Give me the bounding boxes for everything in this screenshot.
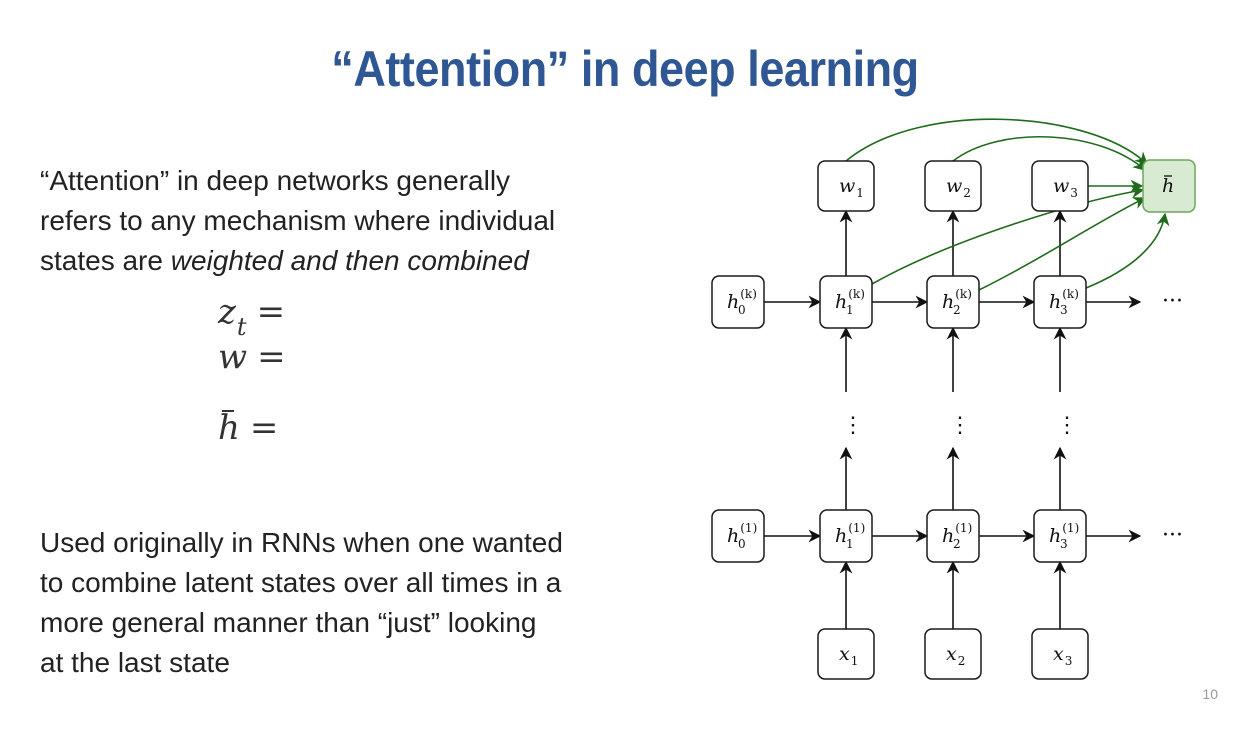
layer-ellipsis-3: ⋮ xyxy=(1056,413,1078,438)
input-node-1: x1 xyxy=(817,628,875,680)
equation-w-symbol: w xyxy=(218,337,248,377)
definition-line-1: “Attention” in deep networks generally xyxy=(40,165,511,196)
attention-edge-h3 xyxy=(1085,212,1170,289)
hidden-k-node-0: h(k)0 xyxy=(711,275,765,329)
equation-h-equals: = xyxy=(249,408,279,448)
hidden-k-node-2: h(k)2 xyxy=(926,275,980,329)
equation-z-subscript: t xyxy=(236,313,247,341)
hidden-1-node-2-box xyxy=(926,509,980,563)
hidden-k-node-0-label: h(k)0 xyxy=(727,287,757,317)
equation-z-symbol: z xyxy=(218,292,236,332)
input-node-1-label: x1 xyxy=(839,643,858,668)
equation-w: w= xyxy=(218,337,286,377)
weight-node-1-label: w1 xyxy=(839,175,864,200)
hidden-1-node-3-box xyxy=(1033,509,1087,563)
equation-h-bar: h= xyxy=(218,408,278,448)
attention-definition-text: “Attention” in deep networks generally r… xyxy=(40,161,555,281)
attention-output-node-label: h xyxy=(1162,175,1174,197)
equation-z: zt = xyxy=(218,292,286,341)
input-node-3: x3 xyxy=(1031,628,1089,680)
definition-line-3-emphasis: weighted and then combined xyxy=(170,245,529,276)
layer-ellipsis-2: ⋮ xyxy=(949,413,971,438)
weight-node-2-box xyxy=(924,160,982,212)
hidden-1-node-1: h(1)1 xyxy=(819,509,873,563)
input-node-3-box xyxy=(1031,628,1089,680)
hidden-1-node-0: h(1)0 xyxy=(711,509,765,563)
equation-h-bar-symbol: h xyxy=(218,408,240,448)
hidden-k-node-1: h(k)1 xyxy=(819,275,873,329)
hidden-k-node-1-box xyxy=(819,275,873,329)
diagram-edges xyxy=(764,118,1170,629)
input-node-2-box xyxy=(924,628,982,680)
continuation-dots-top: ··· xyxy=(1162,289,1183,314)
hidden-1-node-1-box xyxy=(819,509,873,563)
hidden-1-node-0-box xyxy=(711,509,765,563)
input-node-2: x2 xyxy=(924,628,982,680)
hidden-1-node-2-label: h(1)2 xyxy=(942,521,972,551)
diagram-nodes: h(k)0 h(k)1 h(k)2 h(k)3 h(1)0 h(1)1 h(1)2 h(1)3… xyxy=(711,159,1196,680)
attention-edge-h2 xyxy=(978,197,1147,291)
definition-line-3-plain: states are xyxy=(40,245,171,276)
hidden-k-node-1-label: h(k)1 xyxy=(835,287,865,317)
slide-title: “Attention” in deep learning xyxy=(331,41,919,97)
input-node-2-label: x2 xyxy=(946,643,965,668)
weight-node-3-label: w3 xyxy=(1053,175,1078,200)
attention-output-node-box xyxy=(1142,159,1196,213)
usage-line-2: to combine latent states over all times … xyxy=(40,567,562,598)
hidden-k-node-3-box xyxy=(1033,275,1087,329)
equation-w-equals: = xyxy=(257,337,286,377)
weight-node-3-box xyxy=(1031,160,1089,212)
attention-edge-w2 xyxy=(952,135,1146,171)
definition-line-3: states are weighted and then combined xyxy=(40,241,555,281)
hidden-k-node-2-box xyxy=(926,275,980,329)
hidden-1-node-0-label: h(1)0 xyxy=(727,521,757,551)
attention-edge-h1 xyxy=(871,185,1145,285)
page-number: 10 xyxy=(1202,686,1218,702)
input-node-1-box xyxy=(817,628,875,680)
usage-line-1: Used originally in RNNs when one wanted xyxy=(40,527,563,558)
definition-line-2: refers to any mechanism where individual xyxy=(40,205,556,236)
weight-node-3: w3 xyxy=(1031,160,1089,212)
hidden-1-node-2: h(1)2 xyxy=(926,509,980,563)
hidden-k-node-2-label: h(k)2 xyxy=(942,287,972,317)
equation-z-equals: = xyxy=(256,292,286,332)
continuation-dots-bottom: ··· xyxy=(1162,523,1183,548)
weight-node-2: w2 xyxy=(924,160,982,212)
hidden-k-node-3-label: h(k)3 xyxy=(1049,287,1079,317)
usage-line-3: more general manner than “just” looking xyxy=(40,607,537,638)
hidden-1-node-3: h(1)3 xyxy=(1033,509,1087,563)
weight-node-1-box xyxy=(817,160,875,212)
weight-node-1: w1 xyxy=(817,160,875,212)
hidden-k-node-0-box xyxy=(711,275,765,329)
weight-node-2-label: w2 xyxy=(946,175,971,200)
hidden-1-node-1-label: h(1)1 xyxy=(835,521,865,551)
attention-output-node: h xyxy=(1142,159,1196,213)
hidden-1-node-3-label: h(1)3 xyxy=(1049,521,1079,551)
attention-edge-w1 xyxy=(845,118,1148,165)
layer-ellipsis-1: ⋮ xyxy=(842,413,864,438)
rnn-usage-text: Used originally in RNNs when one wanted … xyxy=(40,523,563,683)
input-node-3-label: x3 xyxy=(1053,643,1072,668)
usage-line-4: at the last state xyxy=(40,647,230,678)
hidden-k-node-3: h(k)3 xyxy=(1033,275,1087,329)
